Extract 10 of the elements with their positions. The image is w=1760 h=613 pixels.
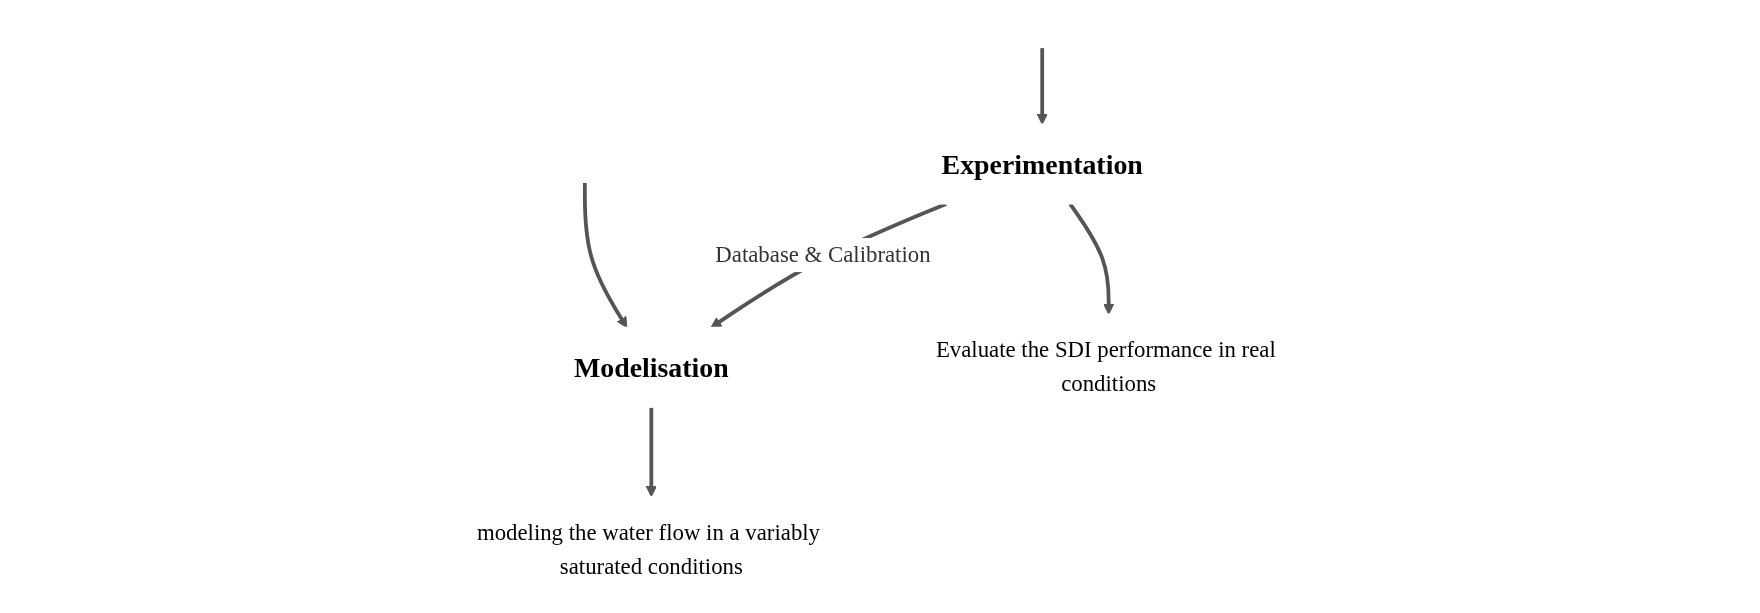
- arrow: [1036, 48, 1048, 125]
- arrow: [1068, 202, 1115, 315]
- arrow: [645, 407, 657, 497]
- node-text: Modelisation: [573, 351, 729, 384]
- edge-label: Database & Calibration: [715, 241, 931, 268]
- arrow: [582, 183, 628, 328]
- node-text: Evaluate the SDI performance in real conditions: [935, 336, 1276, 397]
- arrow: [710, 202, 947, 328]
- node-text: modeling the water flow in a variably saturated conditions: [476, 519, 821, 579]
- node-text: Experimentation: [941, 148, 1143, 180]
